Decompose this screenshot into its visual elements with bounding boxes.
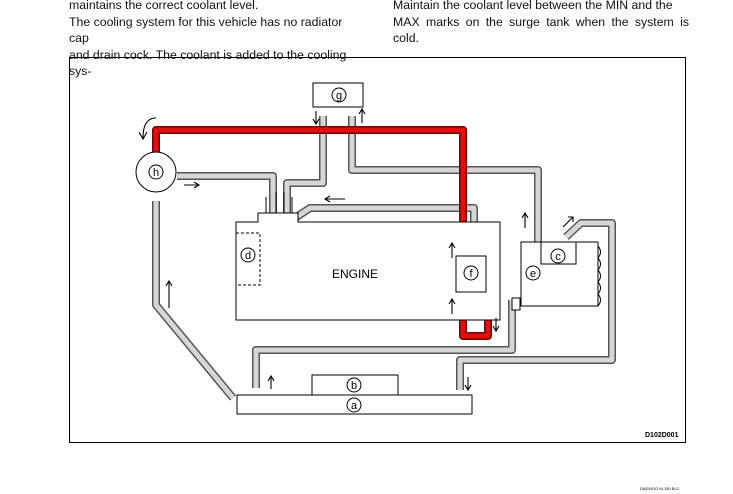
callout-g-label: g	[336, 90, 342, 102]
text-line: and drain cock. The coolant is added to …	[69, 47, 347, 79]
arrow-icon	[184, 181, 201, 189]
callout-b-label: b	[351, 380, 357, 392]
callout-f-label: f	[469, 268, 473, 280]
body-text-left: maintains the correct coolant level. The…	[69, 0, 365, 80]
hose-h-to-radiator	[152, 201, 237, 401]
callout-c-label: c	[555, 251, 561, 263]
arrow-icon	[448, 297, 456, 314]
hot-coolant-line	[152, 126, 492, 340]
callout-b	[346, 377, 362, 393]
callout-g	[331, 87, 347, 103]
hose-h-to-engine	[177, 172, 277, 213]
callout-f	[463, 265, 479, 281]
page-footer: DAEWOO M-150 BL2	[640, 486, 680, 491]
callout-e-label: e	[530, 268, 536, 280]
arrow-icon	[312, 111, 320, 126]
text-line: maintains the correct coolant level.	[69, 0, 259, 12]
callout-e	[525, 265, 541, 281]
text-line: Maintain the coolant level between the M…	[393, 0, 673, 12]
arrow-icon	[464, 377, 472, 392]
arrow-icon	[448, 241, 456, 258]
arrow-icon	[562, 216, 574, 228]
callout-d-label: d	[245, 250, 251, 262]
arrow-icon	[358, 107, 366, 123]
callout-a-label: a	[351, 400, 358, 412]
callout-d	[240, 247, 256, 263]
heater-valve	[135, 151, 177, 193]
arrow-icon	[323, 195, 345, 203]
arrow-icon	[138, 117, 157, 141]
arrow-icon	[267, 374, 275, 389]
arrow-icon	[521, 211, 529, 228]
arrow-icon	[492, 318, 500, 333]
engine-block: ENGINE	[235, 192, 501, 321]
callout-a	[346, 397, 362, 413]
callout-h	[148, 164, 164, 180]
text-line: MAX marks on the surge tank when the sys…	[393, 14, 689, 46]
flow-arrows	[138, 107, 574, 392]
callout-c	[550, 248, 566, 264]
cooling-system-diagram	[69, 57, 686, 443]
callout-h-label: h	[153, 167, 159, 179]
coolant-hoses	[152, 116, 616, 401]
figure-code: D102D001	[645, 432, 679, 439]
callouts: g h d f e c b a	[148, 87, 566, 413]
text-line: The cooling system for this vehicle has …	[69, 14, 343, 46]
body-text-right: Maintain the coolant level between the M…	[393, 0, 689, 47]
engine-label: ENGINE	[332, 267, 378, 281]
arrow-icon	[165, 279, 173, 308]
